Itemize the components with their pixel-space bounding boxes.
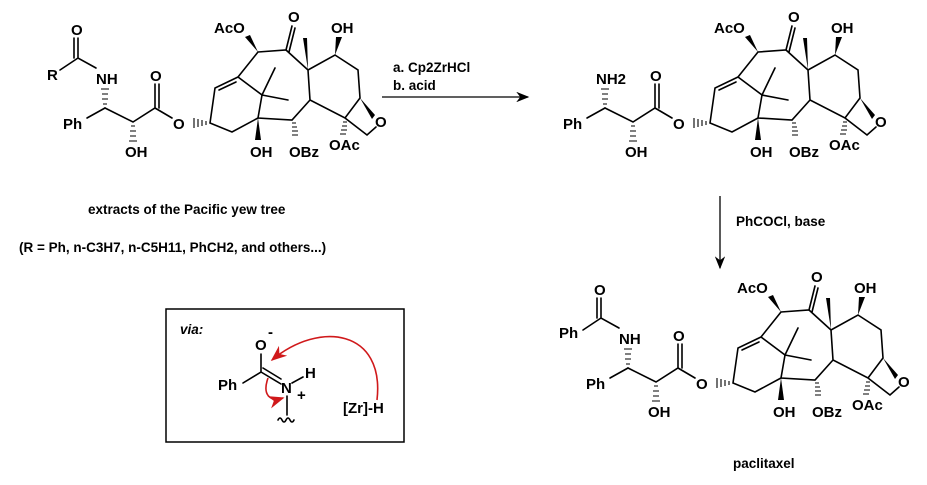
c7-hydroxyl-label: OH <box>831 20 854 37</box>
via-label: via: <box>180 322 203 337</box>
product-name: paclitaxel <box>733 456 795 471</box>
negative-charge: - <box>268 324 273 341</box>
phenyl-label: Ph <box>218 377 237 394</box>
ester-carbonyl-oxygen-label: O <box>650 68 662 85</box>
benzoate-label: OBz <box>789 144 819 161</box>
ester-oxygen-label: O <box>696 376 708 393</box>
amide-nh-label: NH <box>96 71 118 88</box>
ester-carbonyl-oxygen-label: O <box>150 68 162 85</box>
zirconium-hydride-label: [Zr]-H <box>343 400 384 417</box>
amide-oxygen-label: O <box>594 282 606 299</box>
amine-nh2-label: NH2 <box>596 71 626 88</box>
reagent-b-label: b. acid <box>393 78 436 93</box>
oxygen-anion-label: O <box>255 337 267 354</box>
product-core: AcO O OH OH OBz OAc O O OH O <box>627 269 910 421</box>
oxetane-oxygen-label: O <box>898 374 910 391</box>
product-side-chain: Ph NH O Ph <box>559 282 641 393</box>
c4-acetate-label: OAc <box>852 397 883 414</box>
step2-reagent-label: PhCOCl, base <box>736 214 826 229</box>
iminium-n-label: N <box>281 380 292 397</box>
amide-oxygen-label: O <box>71 22 83 39</box>
acetoxy-label: AcO <box>714 20 745 37</box>
ester-oxygen-label: O <box>173 116 185 133</box>
c4-acetate-label: OAc <box>329 137 360 154</box>
benzoyl-phenyl-label: Ph <box>559 325 578 342</box>
n-h-label: H <box>305 365 316 382</box>
mechanism-box: via: O - Ph N H + [Zr]-H <box>165 308 405 443</box>
ketone-oxygen-label: O <box>288 9 300 26</box>
ketone-oxygen-label: O <box>788 9 800 26</box>
c7-hydroxyl-label: OH <box>854 280 877 297</box>
pi-bond-shift-arrow <box>265 377 285 409</box>
taxane-core: AcO O OH OH OBz OAc O O OH O <box>104 9 387 161</box>
starting-material-side-chain: Ph NH O R <box>47 22 118 133</box>
c4-acetate-label: OAc <box>829 137 860 154</box>
oxetane-oxygen-label: O <box>375 114 387 131</box>
acetoxy-label: AcO <box>214 20 245 37</box>
amide-nh-label: NH <box>619 331 641 348</box>
intermediate-core: AcO O OH OH OBz OAc O O OH O <box>604 9 887 161</box>
oxetane-oxygen-label: O <box>875 114 887 131</box>
c2-hydroxyl-label: OH <box>625 144 648 161</box>
c1-hydroxyl-label: OH <box>750 144 773 161</box>
c2-hydroxyl-label: OH <box>125 144 148 161</box>
positive-charge: + <box>297 387 306 404</box>
benzoate-label: OBz <box>289 144 319 161</box>
r-group-label: R <box>47 67 58 84</box>
phenyl-label: Ph <box>586 376 605 393</box>
starting-material-caption: extracts of the Pacific yew tree <box>88 202 286 217</box>
ester-oxygen-label: O <box>673 116 685 133</box>
hydride-attack-arrow <box>270 335 379 401</box>
r-definition-text: (R = Ph, n-C3H7, n-C5H11, PhCH2, and oth… <box>19 240 326 255</box>
c1-hydroxyl-label: OH <box>773 404 796 421</box>
ketone-oxygen-label: O <box>811 269 823 286</box>
phenyl-label: Ph <box>63 116 82 133</box>
c2-hydroxyl-label: OH <box>648 404 671 421</box>
acetoxy-label: AcO <box>737 280 768 297</box>
benzoate-label: OBz <box>812 404 842 421</box>
r-group-definition: (R = Ph, n-C3H7, n-C5H11, PhCH2, and oth… <box>19 240 326 255</box>
c1-hydroxyl-label: OH <box>250 144 273 161</box>
c7-hydroxyl-label: OH <box>331 20 354 37</box>
ester-carbonyl-oxygen-label: O <box>673 328 685 345</box>
reagent-a-label: a. Cp2ZrHCl <box>393 60 470 75</box>
intermediate-side-chain: Ph NH2 <box>563 71 626 133</box>
phenyl-label: Ph <box>563 116 582 133</box>
